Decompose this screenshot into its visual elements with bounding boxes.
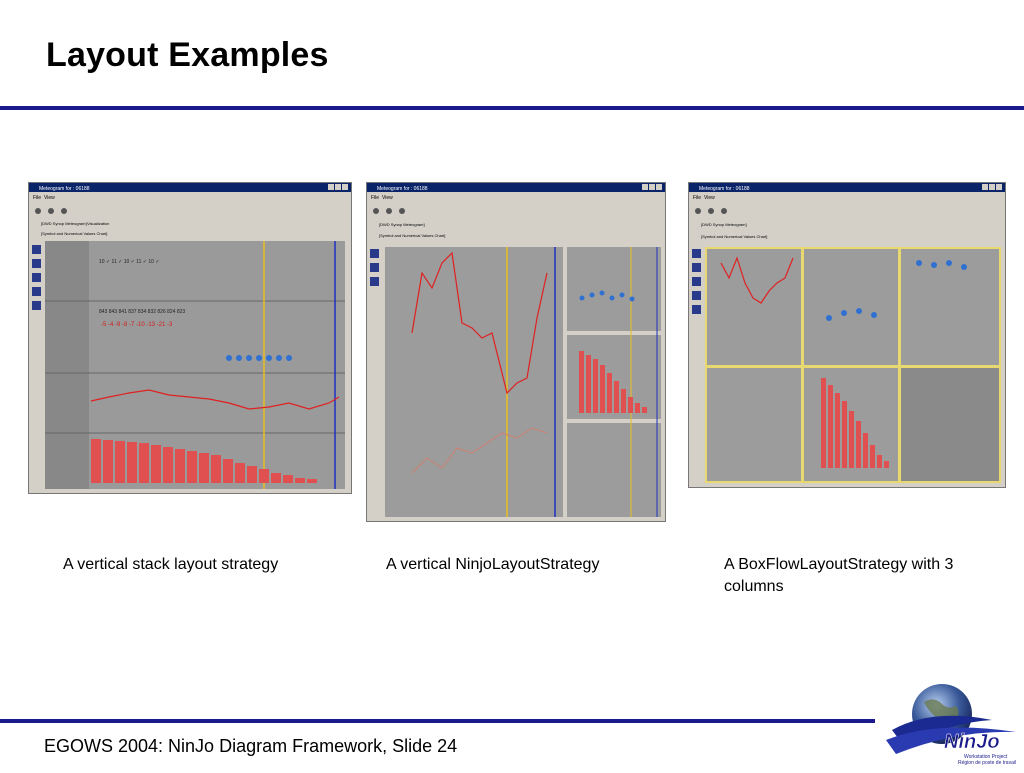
svg-text:File: File — [371, 195, 379, 201]
slide-footer: EGOWS 2004: NinJo Diagram Framework, Sli… — [44, 736, 458, 756]
svg-text:File: File — [693, 195, 701, 201]
bar-series — [91, 439, 317, 483]
diagram-main — [385, 247, 563, 517]
screenshot-boxflow-layout: Meteogram for : 06188 File View [DWD Syn… — [688, 182, 1006, 488]
window-titlebar — [367, 183, 665, 192]
toolbar-icon — [61, 208, 67, 214]
line-series — [411, 251, 548, 395]
ninjo-logo: NinJo Workstation Project Région de post… — [884, 678, 1024, 768]
svg-text:[Symbol and Numerical Values C: [Symbol and Numerical Values Chart] — [701, 234, 767, 239]
svg-text:[DWD Synop Meteogram]: [DWD Synop Meteogram] — [379, 222, 425, 227]
bar-series — [821, 378, 889, 468]
screenshot-vertical-stack: Meteogram for : 06188 File View [DWD Syn… — [28, 182, 352, 494]
side-button — [32, 245, 41, 254]
symbol-row: 10 ✓ 11 ✓ 10 ✓ 11 ✓ 10 ✓ — [99, 259, 160, 265]
menu-view: View — [44, 195, 55, 201]
menu-file: File — [33, 195, 41, 201]
side-button — [32, 287, 41, 296]
window-title: Meteogram for : 06188 — [699, 186, 750, 192]
window-title: Meteogram for : 06188 — [39, 186, 90, 192]
screenshot-ninjo-layout: Meteogram for : 06188 File View [DWD Syn… — [366, 182, 666, 522]
box-panel — [707, 249, 801, 365]
window-titlebar — [29, 183, 351, 192]
bottom-divider — [0, 719, 875, 723]
window-title: Meteogram for : 06188 — [377, 186, 428, 192]
logo-tagline: Workstation Project — [964, 754, 1008, 760]
toolbar-icon — [35, 208, 41, 214]
svg-text:[DWD Synop Meteogram]: [DWD Synop Meteogram] — [701, 222, 747, 227]
toolbar-icon — [48, 208, 54, 214]
values-row: -5 -4 -9 -8 -7 -10 -13 -21 -3 — [101, 322, 173, 328]
bar-series — [579, 351, 647, 413]
side-button — [32, 259, 41, 268]
logo-tagline: Région de poste de travail — [958, 760, 1016, 766]
caption-boxflow-layout: A BoxFlowLayoutStrategy with 3 columns — [724, 556, 954, 595]
box-panel — [804, 249, 898, 365]
slide-title: Layout Examples — [46, 36, 329, 74]
svg-text:View: View — [382, 195, 393, 201]
caption-ninjo-layout: A vertical NinjoLayoutStrategy — [386, 556, 600, 573]
svg-text:[Symbol and Numerical Values C: [Symbol and Numerical Values Chart] — [379, 233, 445, 238]
svg-text:View: View — [704, 195, 715, 201]
values-row: 843 843 841 837 834 832 826 824 823 — [99, 309, 185, 315]
tab-visualization: Visualization — [87, 221, 109, 226]
logo-text: NinJo — [944, 731, 1000, 753]
top-divider — [0, 106, 1024, 110]
tab-synop: [DWD Synop Meteogram] — [41, 221, 87, 226]
caption-vertical-stack: A vertical stack layout strategy — [63, 556, 279, 573]
side-button — [32, 301, 41, 310]
side-button — [32, 273, 41, 282]
box-panel-empty — [901, 368, 999, 481]
window-titlebar — [689, 183, 1005, 192]
line-series — [90, 389, 340, 410]
box-panel — [901, 249, 999, 365]
box-panel — [707, 368, 801, 481]
tab-symbol-chart: [Symbol and Numerical Values Chart] — [41, 231, 107, 236]
